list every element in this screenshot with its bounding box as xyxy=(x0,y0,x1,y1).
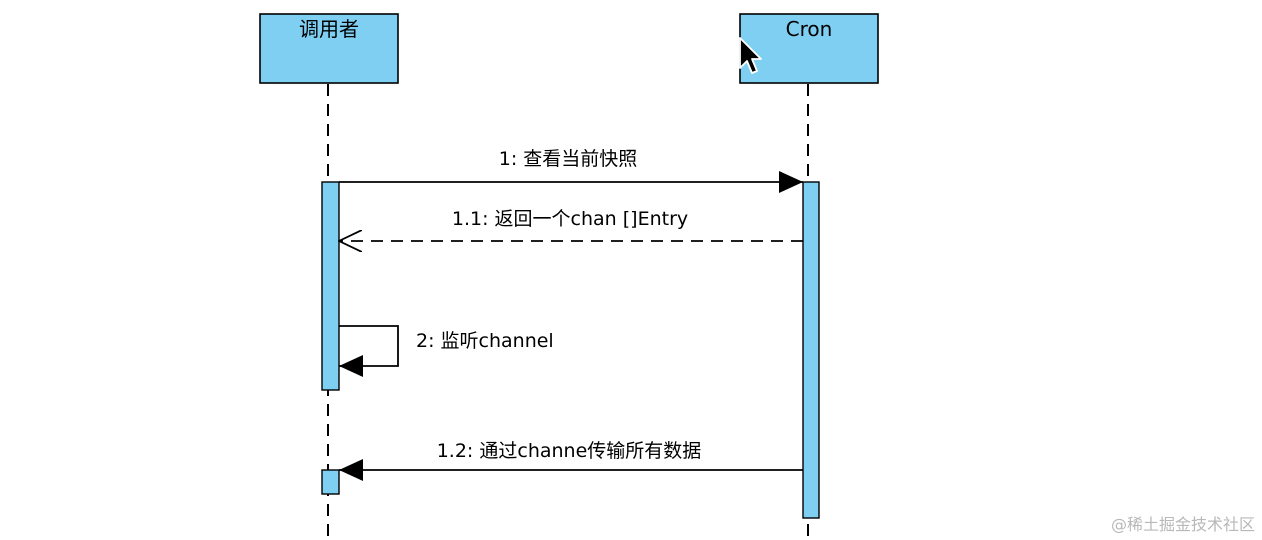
activation-cron xyxy=(802,181,820,519)
message-2-label: 2: 监听channel xyxy=(416,330,554,352)
participant-cron: Cron xyxy=(739,13,879,84)
participant-caller-label: 调用者 xyxy=(299,17,359,41)
participant-caller: 调用者 xyxy=(259,13,399,84)
message-2-arrow xyxy=(339,325,399,377)
watermark: @稀土掘金技术社区 xyxy=(1111,515,1255,534)
activation-caller-1 xyxy=(321,181,340,391)
participant-cron-box xyxy=(739,13,879,84)
participant-caller-box xyxy=(259,13,399,84)
message-1-1-label: 1.1: 返回一个chan []Entry xyxy=(452,208,688,230)
message-1-2-label: 1.2: 通过channe传输所有数据 xyxy=(437,440,702,462)
message-1: 1: 查看当前快照 xyxy=(339,148,803,193)
participant-cron-label: Cron xyxy=(786,17,833,41)
activation-caller-2 xyxy=(321,469,340,495)
message-1-2: 1.2: 通过channe传输所有数据 xyxy=(339,440,803,481)
message-2: 2: 监听channel xyxy=(339,325,554,377)
mouse-pointer-icon xyxy=(739,37,762,74)
message-1-1: 1.1: 返回一个chan []Entry xyxy=(339,208,803,241)
message-1-label: 1: 查看当前快照 xyxy=(499,148,638,170)
